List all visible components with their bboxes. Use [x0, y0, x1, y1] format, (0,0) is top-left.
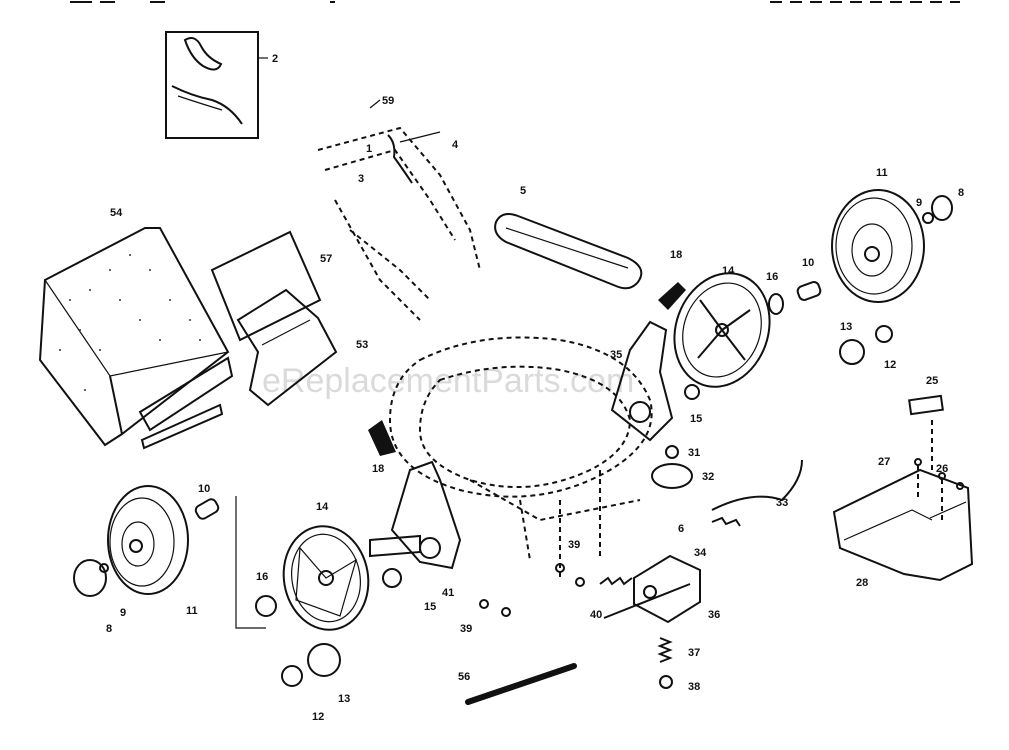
label-10-lower: 10: [198, 483, 210, 495]
label-33: 33: [776, 497, 788, 509]
watermark-text: eReplacementParts.com: [262, 362, 634, 400]
rear-wheel-upper: [831, 189, 925, 303]
label-34: 34: [694, 547, 707, 559]
cap-12-lower: [281, 665, 303, 687]
label-57: 57: [320, 253, 332, 265]
washer-lower: [99, 563, 109, 573]
label-18-upper: 18: [670, 249, 682, 261]
label-26: 26: [936, 463, 948, 475]
label-11-upper: 11: [876, 167, 888, 179]
drive-cable-33: [711, 459, 803, 511]
transmission: [603, 554, 701, 624]
rear-flap-28: [832, 468, 974, 582]
label-39-upper: 39: [568, 539, 580, 551]
rear-wheel-lower: [107, 485, 189, 595]
label-1: 1: [366, 143, 372, 155]
label-9-lower: 9: [120, 607, 126, 619]
washer-16-lower: [255, 595, 277, 617]
inset-box-part-2: [165, 31, 268, 139]
label-2: 2: [272, 53, 278, 65]
part-labels: 2 59 4 1 3 54 57 53 5 18 14 16 10 11 9 8…: [106, 53, 964, 723]
spring-6: [711, 516, 741, 527]
bag-frame: [210, 230, 338, 407]
screws: [914, 420, 964, 520]
label-5: 5: [520, 185, 526, 197]
label-15-lower: 15: [424, 601, 436, 613]
label-11-lower: 11: [186, 605, 198, 617]
hubcap-upper: [931, 195, 953, 221]
label-13-lower: 13: [338, 693, 350, 705]
label-13-upper: 13: [840, 321, 852, 333]
label-32: 32: [702, 471, 714, 483]
bushing-10-lower: [194, 498, 220, 520]
label-12-lower: 12: [312, 711, 324, 723]
label-37: 37: [688, 647, 700, 659]
washer-39c: [479, 599, 489, 609]
label-3: 3: [358, 173, 364, 185]
wheel-bracket-left: [369, 460, 462, 570]
label-56: 56: [458, 671, 470, 683]
axle-56: [465, 663, 577, 705]
label-4: 4: [452, 139, 459, 151]
label-31: 31: [688, 447, 700, 459]
gear-upper: [839, 339, 865, 365]
washer-upper: [922, 212, 934, 224]
hubcap-lower: [73, 559, 107, 597]
washer-39d: [501, 607, 511, 617]
drive-belt: [494, 213, 643, 290]
mower-deck: [388, 336, 653, 580]
washer-39a: [555, 563, 565, 573]
clip-upper: [658, 282, 686, 310]
handle-assembly: [317, 99, 481, 321]
label-14-upper: 14: [722, 265, 735, 277]
label-25: 25: [926, 375, 938, 387]
spring-40: [599, 576, 633, 586]
gear-lower: [307, 643, 341, 677]
label-12-upper: 12: [884, 359, 896, 371]
nut-38: [659, 675, 673, 689]
drive-wheel-upper: [673, 272, 771, 388]
label-39-lower: 39: [460, 623, 472, 635]
washer-31: [665, 445, 679, 459]
label-35: 35: [610, 349, 622, 361]
label-41: 41: [442, 587, 454, 599]
pulley-32: [651, 463, 693, 489]
label-18-lower: 18: [372, 463, 384, 475]
label-9-upper: 9: [916, 197, 922, 209]
wheel-bracket-right: [610, 320, 700, 442]
label-10-upper: 10: [802, 257, 814, 269]
washer-16-upper: [768, 293, 784, 315]
label-53: 53: [356, 339, 368, 351]
leader-16-lower: [235, 496, 266, 629]
label-6: 6: [678, 523, 684, 535]
label-8-upper: 8: [958, 187, 964, 199]
label-38: 38: [688, 681, 700, 693]
label-54: 54: [110, 207, 123, 219]
cap-12-upper: [875, 325, 893, 343]
label-15-upper: 15: [690, 413, 702, 425]
label-8-lower: 8: [106, 623, 112, 635]
label-28: 28: [856, 577, 868, 589]
grass-bag: [38, 227, 234, 450]
washer-15-lower: [382, 568, 402, 588]
label-plate-25: [908, 394, 944, 416]
washer-39b: [575, 577, 585, 587]
label-16-upper: 16: [766, 271, 778, 283]
bushing-10-upper: [796, 281, 822, 301]
label-14-lower: 14: [316, 501, 329, 513]
drive-wheel-lower: [282, 525, 370, 631]
label-36: 36: [708, 609, 720, 621]
label-16-lower: 16: [256, 571, 268, 583]
label-27: 27: [878, 456, 890, 468]
label-59: 59: [382, 95, 394, 107]
label-40: 40: [590, 609, 602, 621]
spring-37: [657, 637, 673, 663]
clip-lower: [368, 420, 396, 456]
